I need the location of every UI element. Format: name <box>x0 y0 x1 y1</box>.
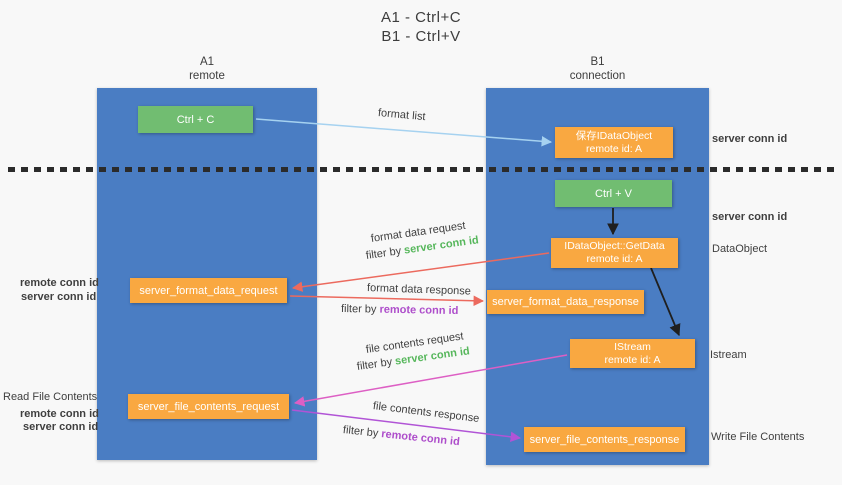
annotation-read-file-contents: Read File Contents <box>3 391 98 403</box>
annotation-istream: Istream <box>710 349 747 361</box>
node-istream-line2: remote id: A <box>604 353 661 366</box>
annotation-server-conn-id-mid: server conn id <box>712 211 788 223</box>
filter-by-text: filter by <box>365 244 405 262</box>
filter-by-text: filter by <box>340 303 380 316</box>
remote-conn-id-text: remote conn id <box>379 303 459 318</box>
annotation-write-file-contents: Write File Contents <box>711 431 805 443</box>
node-server-file-contents-response-label: server_file_contents_response <box>529 433 680 446</box>
node-save-idataobject: 保存IDataObject remote id: A <box>555 127 673 158</box>
node-istream-line1: IStream <box>614 340 651 353</box>
lifeline-b1-role: connection <box>569 70 626 82</box>
node-server-file-contents-request: server_file_contents_request <box>128 394 289 419</box>
node-server-format-data-response-label: server_format_data_response <box>492 296 639 308</box>
node-server-file-contents-request-label: server_file_contents_request <box>137 400 280 413</box>
remote-conn-id-text: remote conn id <box>380 428 461 449</box>
node-server-format-data-request: server_format_data_request <box>130 278 287 303</box>
edge-label-format-data-response: format data response <box>366 282 472 298</box>
node-ctrl-v: Ctrl + V <box>555 180 672 207</box>
node-save-idataobject-line1: 保存IDataObject <box>575 129 653 142</box>
diagram-title-line1: A1 - Ctrl+C <box>380 9 462 26</box>
annotation-server-conn-id-top: server conn id <box>712 133 788 145</box>
node-server-format-data-response: server_format_data_response <box>487 290 644 314</box>
annotation-server-conn-id-left2: server conn id <box>23 421 99 433</box>
lifeline-b1-id: B1 <box>590 56 605 68</box>
lifeline-a1-role: remote <box>189 70 225 82</box>
edge-label-file-contents-response: file contents response <box>372 400 480 425</box>
edge-label-filter-remote-conn-2: filter by remote conn id <box>342 424 460 448</box>
phase-divider-dotted-line <box>8 167 838 172</box>
annotation-remote-conn-id-left1: remote conn id <box>20 277 99 289</box>
node-ctrl-c: Ctrl + C <box>138 106 253 133</box>
node-server-file-contents-response: server_file_contents_response <box>524 427 685 452</box>
diagram-title-line2: B1 - Ctrl+V <box>381 28 461 45</box>
edge-label-format-list: format list <box>377 107 427 124</box>
node-ctrl-v-label: Ctrl + V <box>595 187 632 200</box>
node-ctrl-c-label: Ctrl + C <box>176 113 215 126</box>
node-server-format-data-request-label: server_format_data_request <box>139 284 278 297</box>
filter-by-text: filter by <box>356 355 396 373</box>
node-save-idataobject-line2: remote id: A <box>585 142 643 155</box>
lifeline-header-a1: A1 remote <box>97 55 317 83</box>
node-getdata-line1: IDataObject::GetData <box>564 240 665 252</box>
lifeline-header-b1: B1 connection <box>486 55 709 83</box>
annotation-remote-conn-id-left2: remote conn id <box>20 408 99 420</box>
annotation-dataobject: DataObject <box>712 243 768 255</box>
annotation-server-conn-id-left1: server conn id <box>21 291 97 303</box>
node-getdata: IDataObject::GetData remote id: A <box>551 238 678 268</box>
edge-label-filter-remote-conn-1: filter by remote conn id <box>341 303 459 317</box>
lifeline-a1-id: A1 <box>199 56 215 68</box>
filter-by-text: filter by <box>342 424 382 440</box>
node-getdata-line2: remote id: A <box>586 253 643 265</box>
node-istream: IStream remote id: A <box>570 339 695 368</box>
